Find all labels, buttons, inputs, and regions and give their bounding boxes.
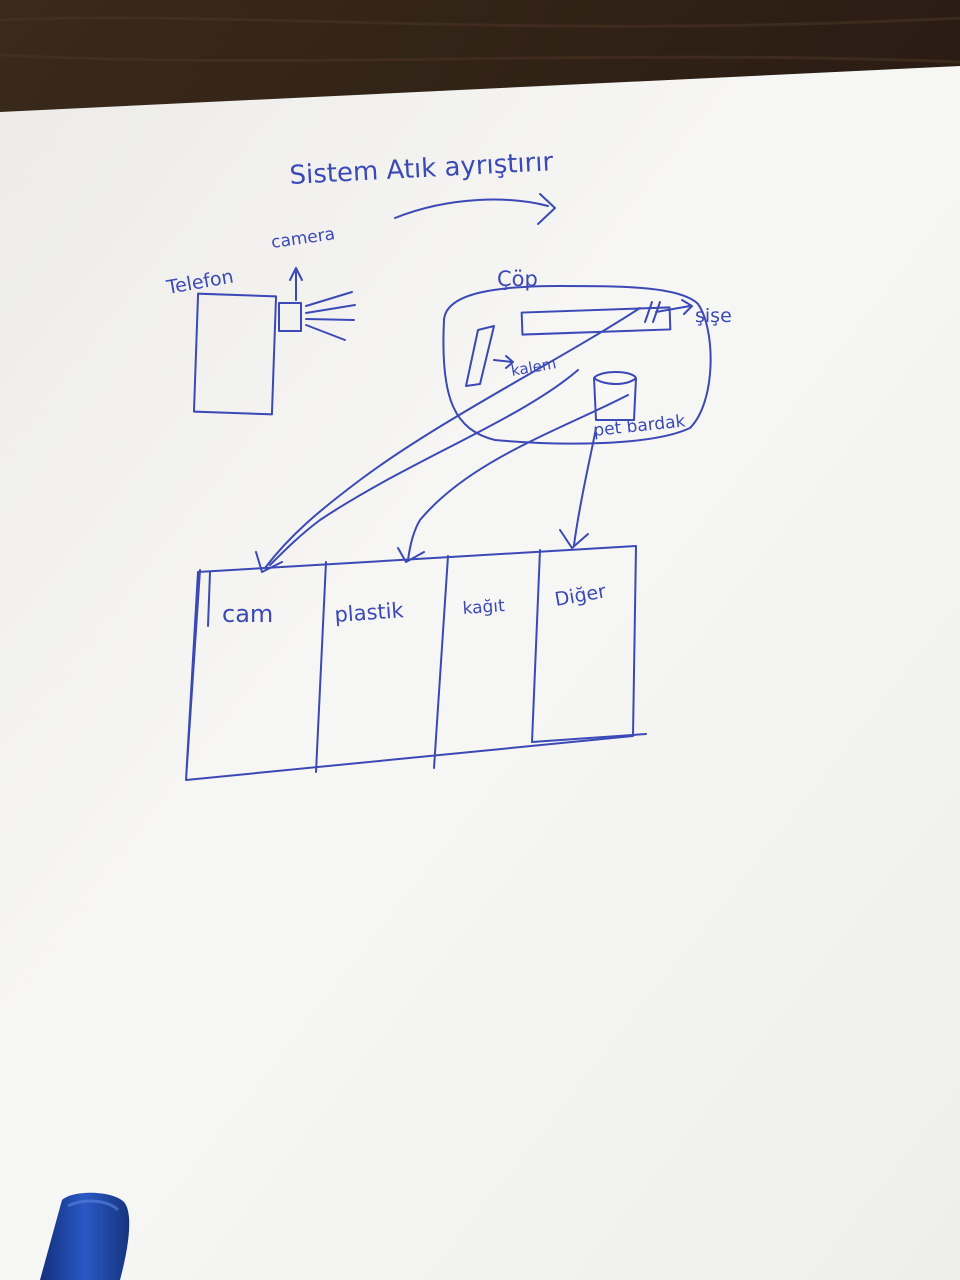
bins-table-edge — [531, 733, 647, 743]
bins-table-dividers — [315, 549, 541, 773]
camera-rays — [305, 291, 356, 341]
paper-sheet — [0, 66, 960, 1280]
compartment-label-plastik: plastik — [334, 598, 406, 627]
phone-camera-arrow — [289, 267, 303, 301]
camera-lens-sketch — [278, 302, 302, 332]
glass-item-label: şişe — [695, 305, 732, 327]
pet-cup-sketch — [593, 371, 637, 421]
pen-route-line — [269, 369, 579, 566]
pen-sketch — [465, 325, 495, 387]
bins-table-top-extra — [207, 571, 211, 627]
blue-marker — [40, 1192, 130, 1280]
glass-route-arrow — [264, 307, 641, 569]
bottle-arrow — [644, 299, 693, 323]
arrow-heads — [255, 529, 589, 573]
bottle-sketch — [520, 306, 672, 336]
bin-label: Çöp — [497, 267, 538, 291]
compartment-label-cam: cam — [222, 600, 273, 628]
wood-grain — [0, 16, 960, 64]
bins-table-outline — [185, 545, 637, 781]
pen-route-arrow — [407, 394, 629, 561]
bin-outline — [442, 285, 712, 445]
pet-route-arrow — [573, 427, 597, 546]
phone-sketch — [192, 292, 278, 416]
title-arrow — [394, 198, 549, 219]
compartment-label-kagit: kağıt — [462, 596, 506, 619]
title-arrow-head — [537, 193, 556, 225]
pen-arrow — [493, 355, 514, 369]
